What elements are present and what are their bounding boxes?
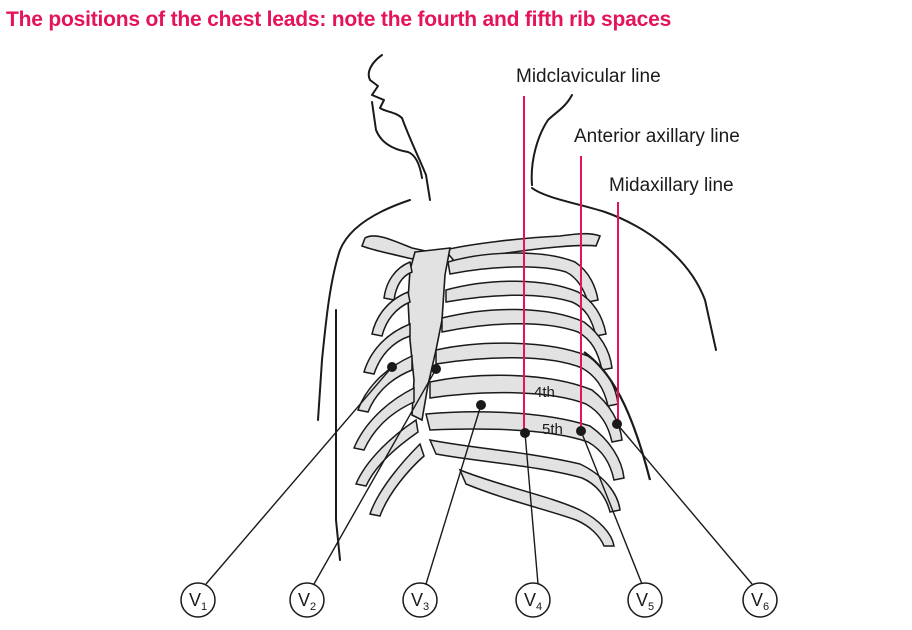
right-neck xyxy=(530,94,573,186)
electrode-v5 xyxy=(576,426,586,436)
right-shoulder xyxy=(531,187,717,351)
wire-v1 xyxy=(205,366,393,585)
electrodes xyxy=(387,362,622,438)
lead-v5: V 5 xyxy=(627,582,663,618)
rib-l3 xyxy=(363,322,411,375)
rib-l4 xyxy=(356,354,413,413)
lead-v1: V 1 xyxy=(180,582,216,618)
lead-v4: V 4 xyxy=(515,582,551,618)
electrode-v2 xyxy=(431,364,441,374)
lead-v1-sub: 1 xyxy=(201,601,207,613)
rib-l2 xyxy=(371,290,411,337)
lead-v5-letter: V xyxy=(636,590,648,610)
lead-v4-sub: 4 xyxy=(536,601,542,613)
electrode-v4 xyxy=(520,428,530,438)
lead-v6-sub: 6 xyxy=(763,601,769,613)
lead-v2: V 2 xyxy=(289,582,325,618)
lead-v2-letter: V xyxy=(298,590,310,610)
wire-v4 xyxy=(524,432,539,585)
neck-back xyxy=(371,101,423,179)
midaxillary-label: Midaxillary line xyxy=(609,175,734,196)
rib-space-4th: 4th xyxy=(534,384,555,401)
wire-v6 xyxy=(616,423,753,585)
lead-v3: V 3 xyxy=(402,582,438,618)
electrode-v3 xyxy=(476,400,486,410)
lead-v3-letter: V xyxy=(411,590,423,610)
lead-v3-sub: 3 xyxy=(423,601,429,613)
electrode-v6 xyxy=(612,419,622,429)
rib-r3 xyxy=(441,308,613,371)
left-arm-inner xyxy=(335,309,341,561)
lateral-chest-wall xyxy=(583,351,652,481)
electrode-v1 xyxy=(387,362,397,372)
reference-lines xyxy=(523,96,619,432)
midclavicular-label: Midclavicular line xyxy=(516,66,661,87)
rib-l5 xyxy=(352,386,415,451)
rib-r1 xyxy=(447,252,599,303)
lead-v1-letter: V xyxy=(189,590,201,610)
wire-v3 xyxy=(425,404,482,585)
lead-v2-sub: 2 xyxy=(310,601,316,613)
wire-v2 xyxy=(313,368,437,585)
left-shoulder xyxy=(317,199,411,421)
face-profile xyxy=(367,54,431,201)
rib-l6 xyxy=(354,418,419,487)
lead-wires xyxy=(205,366,753,585)
wire-v5 xyxy=(580,430,643,585)
ribs xyxy=(352,252,625,547)
lead-labels: V 1 V 2 V 3 V 4 V 5 V 6 xyxy=(180,582,778,618)
lead-v6: V 6 xyxy=(742,582,778,618)
page-title: The positions of the chest leads: note t… xyxy=(6,8,672,31)
lead-v6-letter: V xyxy=(751,590,763,610)
lead-v4-letter: V xyxy=(524,590,536,610)
rib-r5 xyxy=(429,374,623,443)
rib-l7 xyxy=(369,442,425,517)
rib-r7 xyxy=(428,438,621,513)
lead-v5-sub: 5 xyxy=(648,601,654,613)
rib-space-5th: 5th xyxy=(542,421,563,438)
body-outline xyxy=(317,54,717,561)
anterior-axillary-label: Anterior axillary line xyxy=(574,126,740,147)
